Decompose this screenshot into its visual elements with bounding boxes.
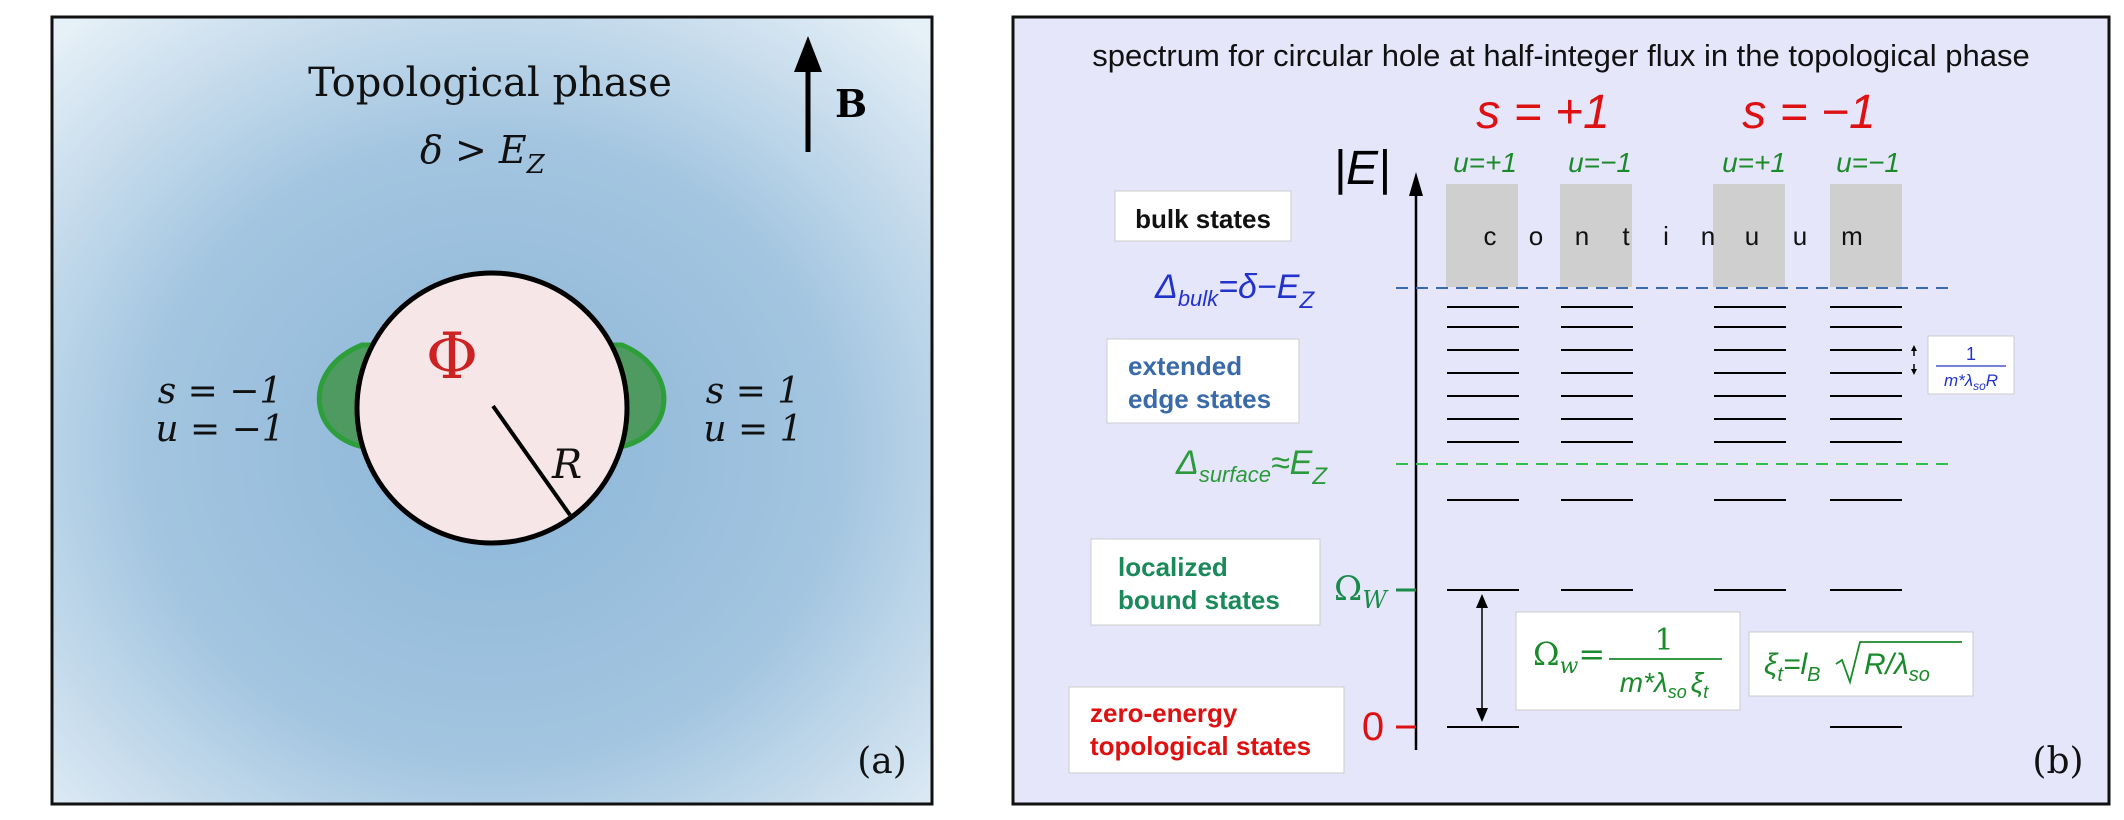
spacing-numerator: 1: [1966, 344, 1976, 364]
left-u-label: u = −1: [155, 409, 284, 450]
sqrt-sign-icon: [1835, 641, 1962, 686]
spacing-formula-box: [1927, 335, 2015, 395]
spacing-denominator: m*λsoR: [1944, 371, 1998, 393]
continuum-letter: i: [1663, 221, 1669, 251]
flux-symbol: Φ: [426, 320, 478, 394]
u-label-3: u=+1: [1722, 147, 1786, 178]
panel-b-label: (b): [2032, 741, 2083, 782]
localized-states-line1: localized: [1118, 552, 1228, 582]
continuum-block-1: [1446, 184, 1518, 287]
continuum-block-2: [1560, 184, 1632, 287]
continuum-letter: c: [1484, 221, 1497, 251]
surface-gap-label: Δsurface≈EZ: [1175, 444, 1328, 490]
omega-formula-numerator: 1: [1654, 623, 1673, 658]
continuum-block-3: [1713, 184, 1785, 287]
zero-label: 0: [1362, 705, 1384, 749]
radius-line: [491, 404, 572, 517]
energy-axis-label: |E|: [1334, 142, 1391, 195]
phase-condition: δ > EZ: [420, 128, 546, 180]
panel-b: spectrum for circular hole at half-integ…: [1011, 15, 2111, 806]
phase-title: Topological phase: [308, 60, 672, 106]
omega-label: ΩW: [1334, 569, 1389, 614]
energy-axis-arrow-icon: [1409, 172, 1423, 196]
omega-formula-box: [1515, 611, 1741, 711]
continuum-letter: m: [1841, 221, 1863, 251]
localized-states-box: [1090, 538, 1321, 626]
right-s-label: s = 1: [706, 371, 800, 412]
zero-energy-line1: zero-energy: [1090, 698, 1238, 728]
continuum-letter: n: [1701, 221, 1715, 251]
extended-states-line2: edge states: [1128, 384, 1271, 414]
panel-a-label: (a): [857, 741, 907, 782]
field-label: B: [835, 81, 867, 126]
panel-a: Topological phase δ > EZ B Φ R s = −1 u …: [50, 15, 934, 806]
extended-states-box: [1106, 338, 1300, 424]
magnetic-field-arrow-icon: [794, 36, 822, 152]
bulk-gap-label: Δbulk=δ−EZ: [1154, 268, 1315, 314]
continuum-letter: t: [1622, 221, 1630, 251]
s-plus-header: s = +1: [1476, 86, 1609, 139]
level-spacing-indicator: [1911, 345, 1917, 375]
u-label-4: u=−1: [1836, 147, 1900, 178]
zero-energy-line2: topological states: [1090, 731, 1311, 761]
xi-formula: ξt=lB: [1764, 648, 1821, 686]
continuum-letter: o: [1529, 221, 1543, 251]
left-s-label: s = −1: [158, 371, 283, 412]
localized-states-line2: bound states: [1118, 585, 1280, 615]
right-u-label: u = 1: [703, 409, 802, 450]
bulk-states-label: bulk states: [1135, 204, 1271, 234]
s-minus-header: s = −1: [1742, 86, 1875, 139]
extended-states-line1: extended: [1128, 351, 1242, 381]
u-label-1: u=+1: [1453, 147, 1517, 178]
energy-levels: [1447, 306, 1902, 728]
xi-formula-radicand: R/λso: [1864, 648, 1930, 686]
continuum-letter: u: [1793, 221, 1807, 251]
continuum-letter: u: [1745, 221, 1759, 251]
bulk-states-box: [1114, 190, 1292, 242]
spectrum-title: spectrum for circular hole at half-integ…: [1092, 38, 2029, 73]
omega-formula-lhs: Ωw=: [1533, 635, 1605, 679]
continuum-block-4: [1830, 184, 1902, 287]
radius-label: R: [551, 442, 582, 488]
continuum-letter: n: [1575, 221, 1589, 251]
u-label-2: u=−1: [1568, 147, 1632, 178]
omega-gap-arrow: [1476, 594, 1488, 722]
continuum-text: c o n t i n u u m: [1484, 221, 1863, 251]
zero-energy-box: [1068, 686, 1345, 774]
